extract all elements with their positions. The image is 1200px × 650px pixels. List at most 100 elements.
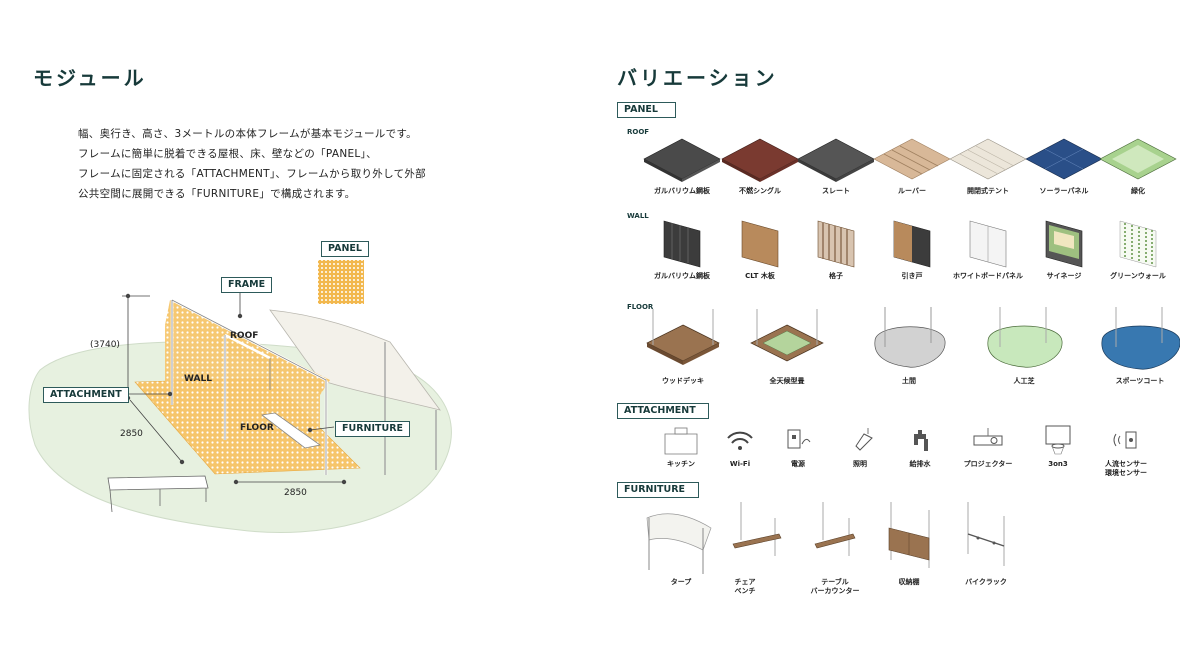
module-label-frame: FRAME — [221, 277, 273, 293]
furniture-item: チェア ベンチ — [705, 500, 785, 596]
furniture-item: テーブル バーカウンター — [795, 500, 875, 596]
attachment-item: 照明 — [820, 424, 900, 469]
attachment-label: 3on3 — [1048, 460, 1068, 468]
furniture-label-2: ベンチ — [734, 587, 756, 595]
wall-item: グリーンウォール — [1098, 215, 1178, 281]
bike-rack-icon — [967, 502, 1005, 566]
floor-swatch-1 — [750, 309, 824, 362]
roof-swatch-5 — [1025, 138, 1103, 180]
floor-swatch-2 — [874, 307, 946, 368]
floor-item: ウッドデッキ — [643, 303, 723, 386]
sensor-icon — [1113, 431, 1137, 449]
roof-swatch-6 — [1099, 138, 1177, 180]
roof-item: スレート — [796, 135, 876, 196]
module-label-attachment: ATTACHMENT — [43, 387, 129, 403]
attachment-label: プロジェクター — [963, 460, 1013, 468]
wall-item-label: グリーンウォール — [1110, 272, 1166, 280]
wifi-icon — [727, 431, 753, 450]
roof-item-label: 不燃シングル — [739, 187, 781, 195]
attachment-label: 給排水 — [909, 460, 931, 468]
wall-item: 引き戸 — [872, 215, 952, 281]
furniture-item: 収納棚 — [869, 500, 949, 587]
tent-membrane — [269, 309, 441, 411]
floor-item-label: スポーツコート — [1115, 377, 1165, 385]
dimension-height: (3740) — [90, 340, 120, 350]
furniture-label: チェア — [734, 578, 756, 586]
wall-swatch-6 — [1119, 220, 1157, 268]
wall-item-label: ホワイトボードパネル — [953, 272, 1023, 280]
attachment-item: 人流センサー 環境センサー — [1086, 424, 1166, 478]
dimension-width: 2850 — [284, 488, 307, 498]
floor-item-label: ウッドデッキ — [662, 377, 704, 385]
attachment-label: 人流センサー — [1105, 460, 1147, 468]
module-label-panel: PANEL — [321, 241, 369, 257]
wall-item: ガルバリウム鋼板 — [642, 215, 722, 281]
floor-item-label: 人工芝 — [1013, 377, 1035, 385]
dimension-depth: 2850 — [120, 429, 143, 439]
module-label-roof: ROOF — [230, 331, 259, 341]
wall-item-label: CLT 木板 — [745, 272, 775, 280]
roof-item: ソーラーパネル — [1024, 135, 1104, 196]
furniture-label: テーブル — [821, 578, 849, 586]
module-intro: 幅、奥行き、高さ、3メートルの本体フレームが基本モジュールです。 フレームに簡単… — [78, 124, 426, 204]
intro-line-1: 幅、奥行き、高さ、3メートルの本体フレームが基本モジュールです。 — [78, 128, 417, 140]
power-outlet-icon — [787, 429, 811, 449]
floor-item: 全天候型畳 — [747, 303, 827, 386]
floor-item-label: 全天候型畳 — [769, 377, 805, 385]
attachment-label: 照明 — [853, 460, 867, 468]
attachment-label: 電源 — [791, 460, 805, 468]
attachment-item: Wi-Fi — [700, 424, 780, 469]
attachment-item: 電源 — [758, 424, 838, 469]
wall-sublabel: WALL — [627, 212, 649, 220]
intro-line-3: フレームに固定される「ATTACHMENT」、フレームから取り外して外部 — [78, 168, 426, 180]
module-heading: モジュール — [33, 66, 147, 90]
intro-line-2: フレームに簡単に脱着できる屋根、床、壁などの「PANEL」、 — [78, 148, 377, 160]
floor-swatch-3 — [987, 307, 1063, 368]
attachment-label: キッチン — [667, 460, 695, 468]
furniture-item: バイクラック — [946, 500, 1026, 587]
attachment-item: プロジェクター — [948, 424, 1028, 469]
roof-item: 開閉式テント — [948, 135, 1028, 196]
roof-item: 不燃シングル — [720, 135, 800, 196]
furniture-label: タープ — [670, 578, 692, 586]
projector-icon — [973, 428, 1003, 446]
floor-sublabel: FLOOR — [627, 303, 654, 311]
roof-item-label: スレート — [822, 187, 850, 195]
furniture-label-2: バーカウンター — [810, 587, 860, 595]
roof-item-label: ルーバー — [898, 187, 926, 195]
furniture-item: タープ — [641, 500, 721, 587]
attachment-label-2: 環境センサー — [1105, 469, 1147, 477]
wall-swatch-1 — [741, 220, 779, 268]
wall-item-label: 格子 — [829, 272, 843, 280]
wall-item-label: 引き戸 — [901, 272, 923, 280]
roof-swatch-1 — [721, 138, 799, 182]
roof-sublabel: ROOF — [627, 128, 650, 136]
roof-item-label: ソーラーパネル — [1039, 187, 1089, 195]
floor-item: 土間 — [869, 303, 949, 386]
roof-item: ガルバリウム鋼板 — [642, 135, 722, 196]
attachment-item: キッチン — [641, 424, 721, 469]
floor-swatch-0 — [646, 309, 720, 365]
wall-item: サイネージ — [1024, 215, 1104, 281]
module-diagram — [28, 260, 452, 533]
floor-swatch-4 — [1101, 307, 1180, 370]
wall-item-label: サイネージ — [1046, 272, 1082, 280]
light-icon — [855, 428, 873, 451]
module-label-furniture: FURNITURE — [335, 421, 411, 437]
wall-item: ホワイトボードパネル — [948, 215, 1028, 281]
wall-item: CLT 木板 — [720, 215, 800, 281]
floor-item: スポーツコート — [1100, 303, 1180, 386]
bench-icon — [732, 502, 782, 556]
floor-item: 人工芝 — [984, 303, 1064, 386]
roof-item: 緑化 — [1098, 135, 1178, 196]
attachment-item: 給排水 — [880, 424, 960, 469]
module-label-floor: FLOOR — [240, 423, 274, 433]
attachment-item: 3on3 — [1018, 424, 1098, 469]
wall-item: 格子 — [796, 215, 876, 281]
tarp-icon — [646, 513, 712, 574]
furniture-label: バイクラック — [965, 578, 1007, 586]
roof-swatch-2 — [797, 138, 875, 182]
wall-swatch-2 — [817, 220, 855, 268]
variation-heading: バリエーション — [617, 66, 778, 90]
attachment-label: Wi-Fi — [729, 460, 751, 468]
